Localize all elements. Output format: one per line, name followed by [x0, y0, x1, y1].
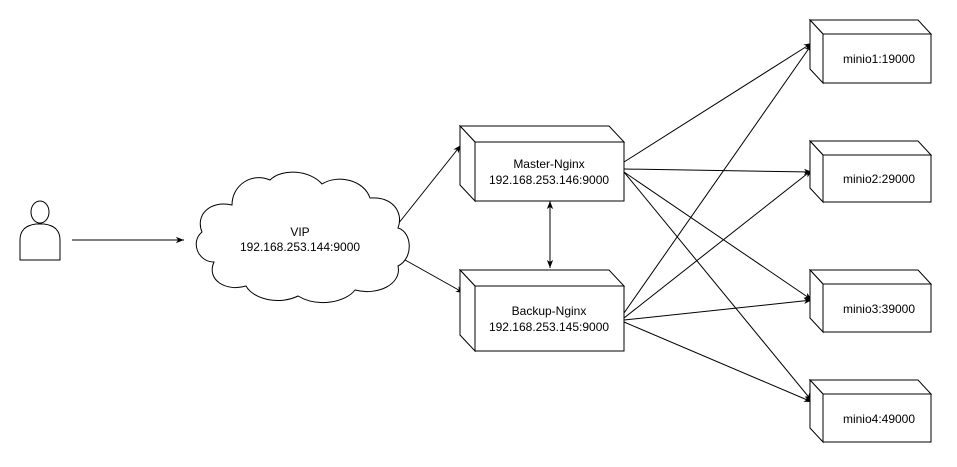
- master-nginx-node: Master-Nginx 192.168.253.146:9000: [458, 124, 626, 203]
- edge-backup-minio1: [623, 43, 813, 314]
- minio4-label: minio4:49000: [843, 412, 915, 426]
- edges: [72, 42, 813, 403]
- edge-master-minio3: [623, 171, 813, 301]
- backup-nginx-title: Backup-Nginx: [512, 304, 587, 318]
- minio2-node: minio2:29000: [808, 139, 933, 204]
- edge-master-minio2: [623, 168, 813, 176]
- edge-master-minio4: [623, 171, 813, 402]
- minio2-label: minio2:29000: [843, 172, 915, 186]
- minio3-node: minio3:39000: [808, 268, 933, 334]
- vip-cloud: VIP 192.168.253.144:9000: [195, 171, 410, 303]
- master-nginx-address: 192.168.253.146:9000: [489, 173, 609, 187]
- minio1-label: minio1:19000: [843, 52, 915, 66]
- edge-vip-backup: [397, 255, 465, 294]
- edge-backup-minio3: [623, 297, 813, 321]
- minio4-node: minio4:49000: [808, 378, 933, 444]
- user-icon: [19, 200, 61, 261]
- cloud-icon: [195, 171, 410, 303]
- vip-title: VIP: [290, 225, 309, 239]
- backup-nginx-node: Backup-Nginx 192.168.253.145:9000: [458, 268, 626, 353]
- vip-address: 192.168.253.144:9000: [240, 240, 360, 254]
- edge-backup-minio2: [623, 169, 813, 319]
- edge-backup-minio4: [623, 321, 813, 403]
- edge-master-minio1: [623, 42, 813, 163]
- minio3-label: minio3:39000: [843, 302, 915, 316]
- minio1-node: minio1:19000: [808, 18, 933, 85]
- edge-vip-master: [397, 144, 462, 225]
- backup-nginx-address: 192.168.253.145:9000: [489, 320, 609, 334]
- master-nginx-title: Master-Nginx: [513, 157, 584, 171]
